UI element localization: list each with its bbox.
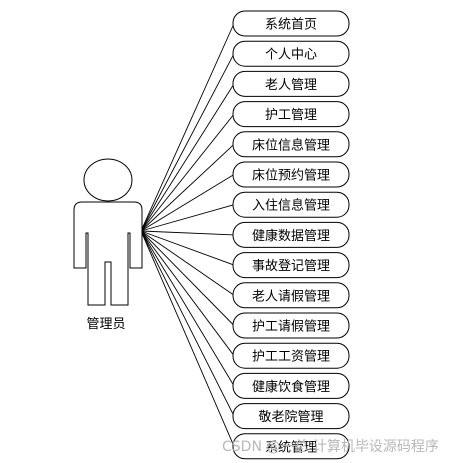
actor-figure: 管理员: [73, 158, 143, 332]
connector-line: [140, 113, 235, 232]
connector-line: [140, 174, 235, 232]
connector-line: [140, 230, 235, 387]
connector-line: [140, 204, 235, 232]
use-case-label: 护工请假管理: [252, 320, 330, 335]
use-case-box-frame: [232, 70, 350, 97]
use-case-box: 床位预约管理: [232, 161, 350, 188]
use-case-box-frame: [232, 433, 350, 460]
use-case-label: 床位预约管理: [252, 169, 330, 184]
use-case-label: 个人中心: [265, 48, 317, 63]
connector-line: [140, 53, 235, 232]
use-case-label: 床位信息管理: [252, 137, 330, 153]
use-case-label: 系统管理: [265, 440, 317, 455]
watermark-text: CSDN @一总 计算机毕设源码程序: [222, 439, 439, 455]
use-case-box: 系统管理: [232, 433, 350, 460]
use-case-label: 老人管理: [265, 78, 317, 93]
use-case-label: 系统首页: [265, 18, 317, 33]
use-case-box-frame: [232, 161, 350, 188]
use-case-box: 护工工资管理: [232, 342, 350, 369]
use-case-label: 入住信息管理: [252, 198, 330, 214]
actor-body: [73, 201, 143, 306]
use-case-box-frame: [232, 221, 350, 248]
use-case-box: 入住信息管理: [232, 191, 350, 218]
use-case-box-frame: [232, 252, 350, 279]
use-case-label: 事故登记管理: [252, 259, 330, 274]
use-case-box-frame: [232, 40, 350, 67]
actor-head: [83, 158, 133, 202]
use-case-label: 健康饮食管理: [252, 379, 330, 395]
connector-line: [140, 230, 235, 417]
use-case-box: 护工请假管理: [232, 312, 350, 339]
use-case-box-frame: [232, 101, 350, 128]
use-case-box-frame: [232, 10, 350, 37]
actor-label: 管理员: [86, 317, 125, 332]
use-case-box: 个人中心: [232, 40, 350, 67]
use-case-box-frame: [232, 131, 350, 158]
use-case-label: 护工管理: [265, 108, 317, 123]
use-case-box-frame: [232, 282, 350, 309]
connector-lines: [140, 23, 235, 447]
use-case-label: 敬老院管理: [258, 409, 323, 425]
connector-line: [140, 23, 235, 232]
use-case-box-frame: [232, 312, 350, 339]
use-case-box: 系统首页: [232, 10, 350, 37]
connector-line: [140, 230, 235, 266]
use-case-box: 健康饮食管理: [232, 372, 350, 399]
use-case-box-frame: [232, 372, 350, 399]
use-case-box-frame: [232, 191, 350, 218]
connector-line: [140, 83, 235, 232]
use-case-box-frame: [232, 342, 350, 369]
connector-line: [140, 230, 235, 296]
connector-line: [140, 230, 235, 356]
use-case-box: 敬老院管理: [232, 403, 350, 430]
use-case-box: 健康数据管理: [232, 221, 350, 248]
use-case-box-frame: [232, 403, 350, 430]
use-case-box: 床位信息管理: [232, 131, 350, 158]
connector-line: [140, 230, 235, 326]
use-case-label: 老人请假管理: [252, 289, 330, 304]
use-case-box: 护工管理: [232, 101, 350, 128]
connector-line: [140, 230, 235, 236]
use-case-box: 老人管理: [232, 70, 350, 97]
use-case-label: 健康数据管理: [252, 228, 330, 244]
connector-line: [140, 230, 235, 447]
connector-line: [140, 143, 235, 232]
use-case-box: 事故登记管理: [232, 252, 350, 279]
use-case-list: 系统首页个人中心老人管理护工管理床位信息管理床位预约管理入住信息管理健康数据管理…: [232, 10, 350, 460]
use-case-label: 护工工资管理: [252, 350, 330, 365]
use-case-box: 老人请假管理: [232, 282, 350, 309]
